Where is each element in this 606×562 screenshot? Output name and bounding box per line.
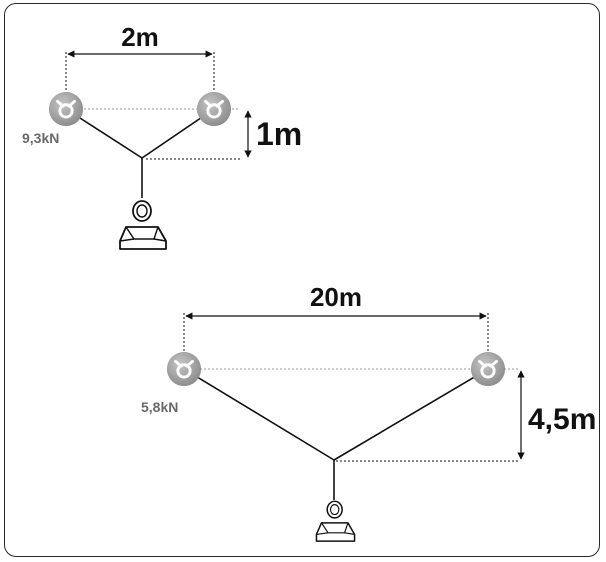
top-force-label: 9,3kN bbox=[22, 130, 59, 146]
bottom-rope-left bbox=[183, 368, 335, 461]
top-rigging: 2m 1m 9,3kN bbox=[22, 22, 302, 250]
top-span-label: 2m bbox=[121, 22, 159, 52]
bottom-span-label: 20m bbox=[310, 282, 362, 312]
bottom-height-label: 4,5m bbox=[528, 403, 596, 436]
diagram-frame bbox=[4, 3, 600, 557]
bottom-force-label: 5,8kN bbox=[141, 399, 178, 415]
anchor-icon bbox=[195, 90, 233, 128]
bottom-rope-right bbox=[333, 368, 489, 461]
top-height-label: 1m bbox=[256, 116, 302, 152]
anchor-icon bbox=[469, 350, 507, 388]
anchor-icon bbox=[165, 350, 203, 388]
weight-icon bbox=[119, 200, 167, 250]
anchor-icon bbox=[47, 90, 85, 128]
bottom-rigging: 20m 4,5m 5,8kN bbox=[141, 282, 596, 542]
weight-icon bbox=[315, 500, 356, 542]
